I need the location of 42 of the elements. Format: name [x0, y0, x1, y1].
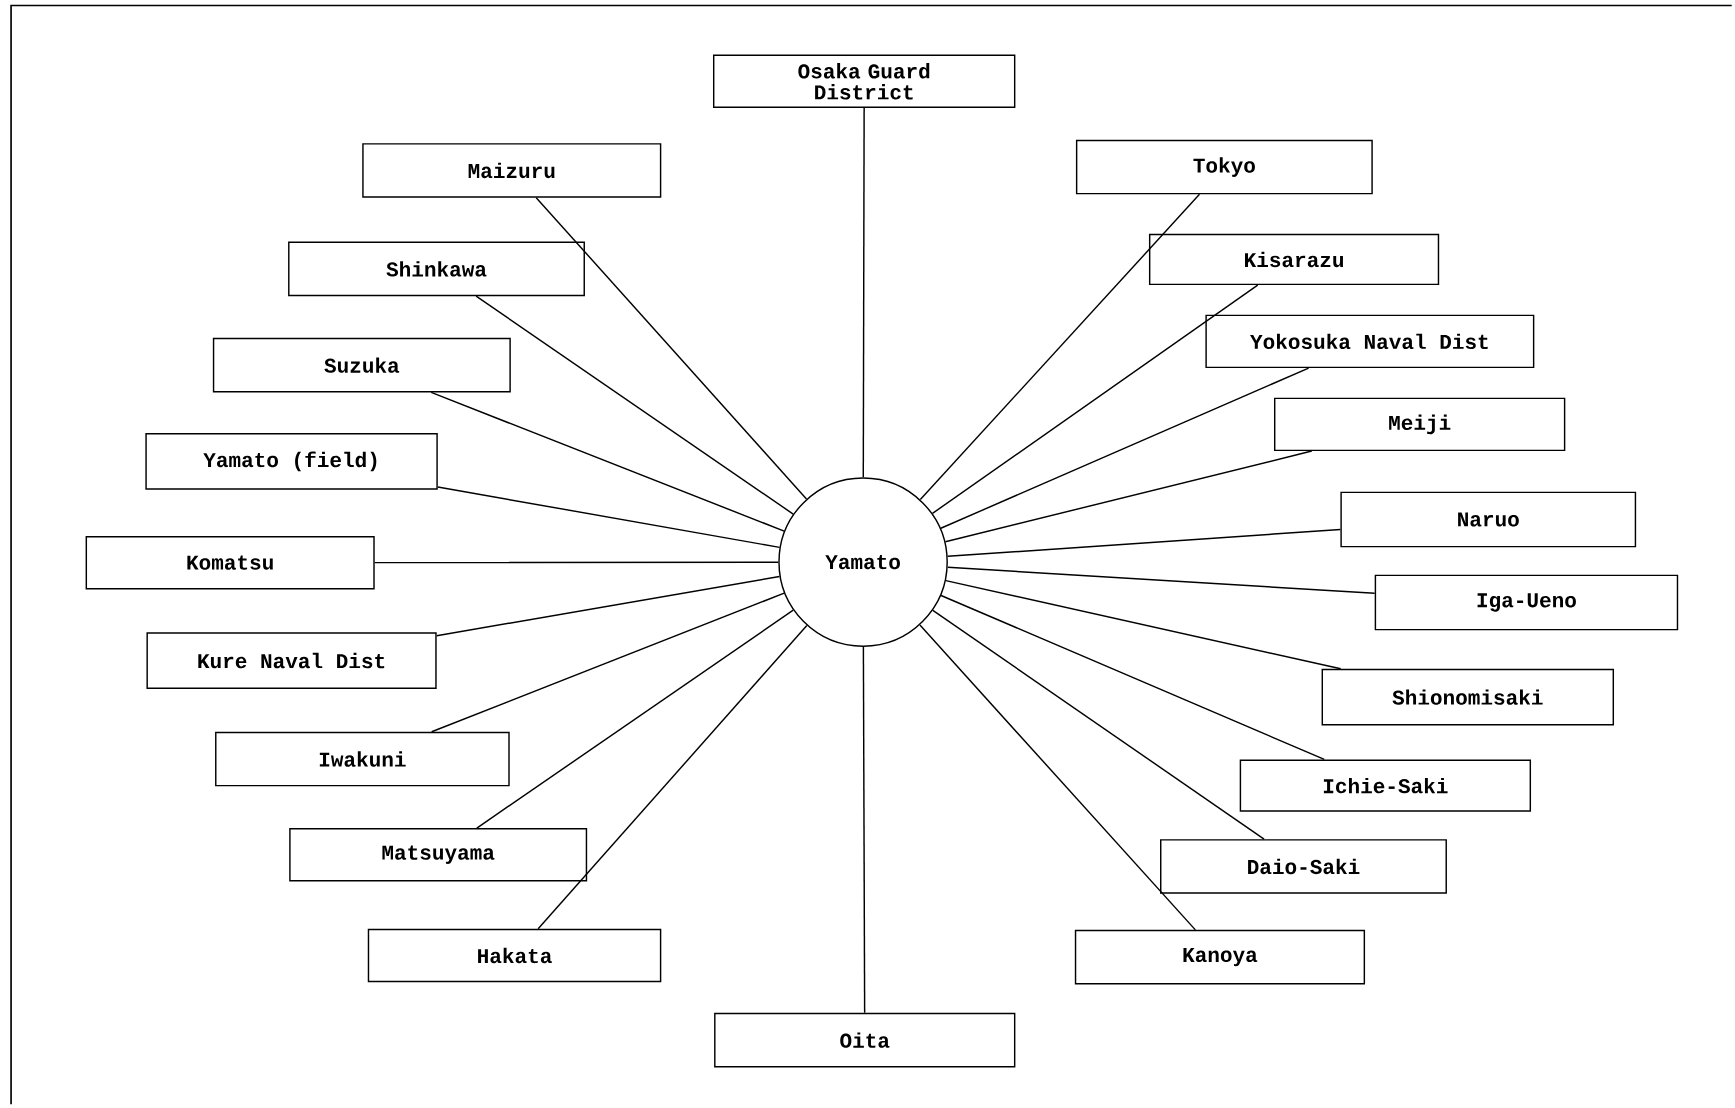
label-box: Ichie-Saki: [1239, 759, 1532, 812]
label-box: Shionomisaki: [1321, 668, 1614, 726]
connector-line: [919, 624, 1197, 931]
label-box: Naruo: [1340, 491, 1637, 548]
label-box: Kisarazu: [1148, 234, 1440, 286]
connector-line: [932, 609, 1265, 841]
label-box: Iga-Ueno: [1374, 574, 1679, 631]
label-box: Daio-Saki: [1160, 839, 1447, 894]
label-box: Maizuru: [362, 143, 662, 198]
connector-line: [944, 450, 1313, 543]
connector-line: [919, 193, 1201, 501]
label-box: Shinkawa: [288, 241, 585, 297]
connector-line: [931, 284, 1259, 515]
label-box: Kure Naval Dist: [146, 632, 437, 690]
label-box: Iwakuni: [215, 732, 510, 787]
connector-line: [940, 594, 1325, 761]
connector-line: [947, 528, 1342, 558]
label-box: Oita: [714, 1013, 1016, 1068]
connector-line: [862, 107, 865, 479]
connector-line: [945, 580, 1342, 670]
label-box: Yokosuka Naval Dist: [1205, 314, 1535, 369]
label-box: Osaka Guard District: [713, 54, 1016, 109]
label-box: Tokyo: [1075, 140, 1373, 195]
connector-line: [435, 576, 781, 637]
label-box: Kanoya: [1074, 930, 1366, 985]
connector-line: [535, 197, 808, 500]
connector-line: [374, 561, 779, 564]
label-box: Meiji: [1274, 397, 1566, 452]
label-box: Suzuka: [212, 338, 511, 393]
label-box: Yamato (field): [145, 433, 438, 490]
connector-line: [947, 566, 1376, 595]
connector-line: [430, 391, 785, 532]
connector-line: [430, 592, 785, 733]
label-box: Matsuyama: [289, 828, 588, 882]
connector-line: [475, 295, 794, 515]
connector-line: [437, 486, 781, 549]
connector-line: [862, 646, 866, 1014]
connector-line: [476, 609, 794, 829]
circle-node: Yamato: [778, 477, 948, 648]
label-box: Komatsu: [85, 536, 375, 590]
connector-line: [537, 625, 808, 930]
label-box: Hakata: [367, 928, 662, 983]
